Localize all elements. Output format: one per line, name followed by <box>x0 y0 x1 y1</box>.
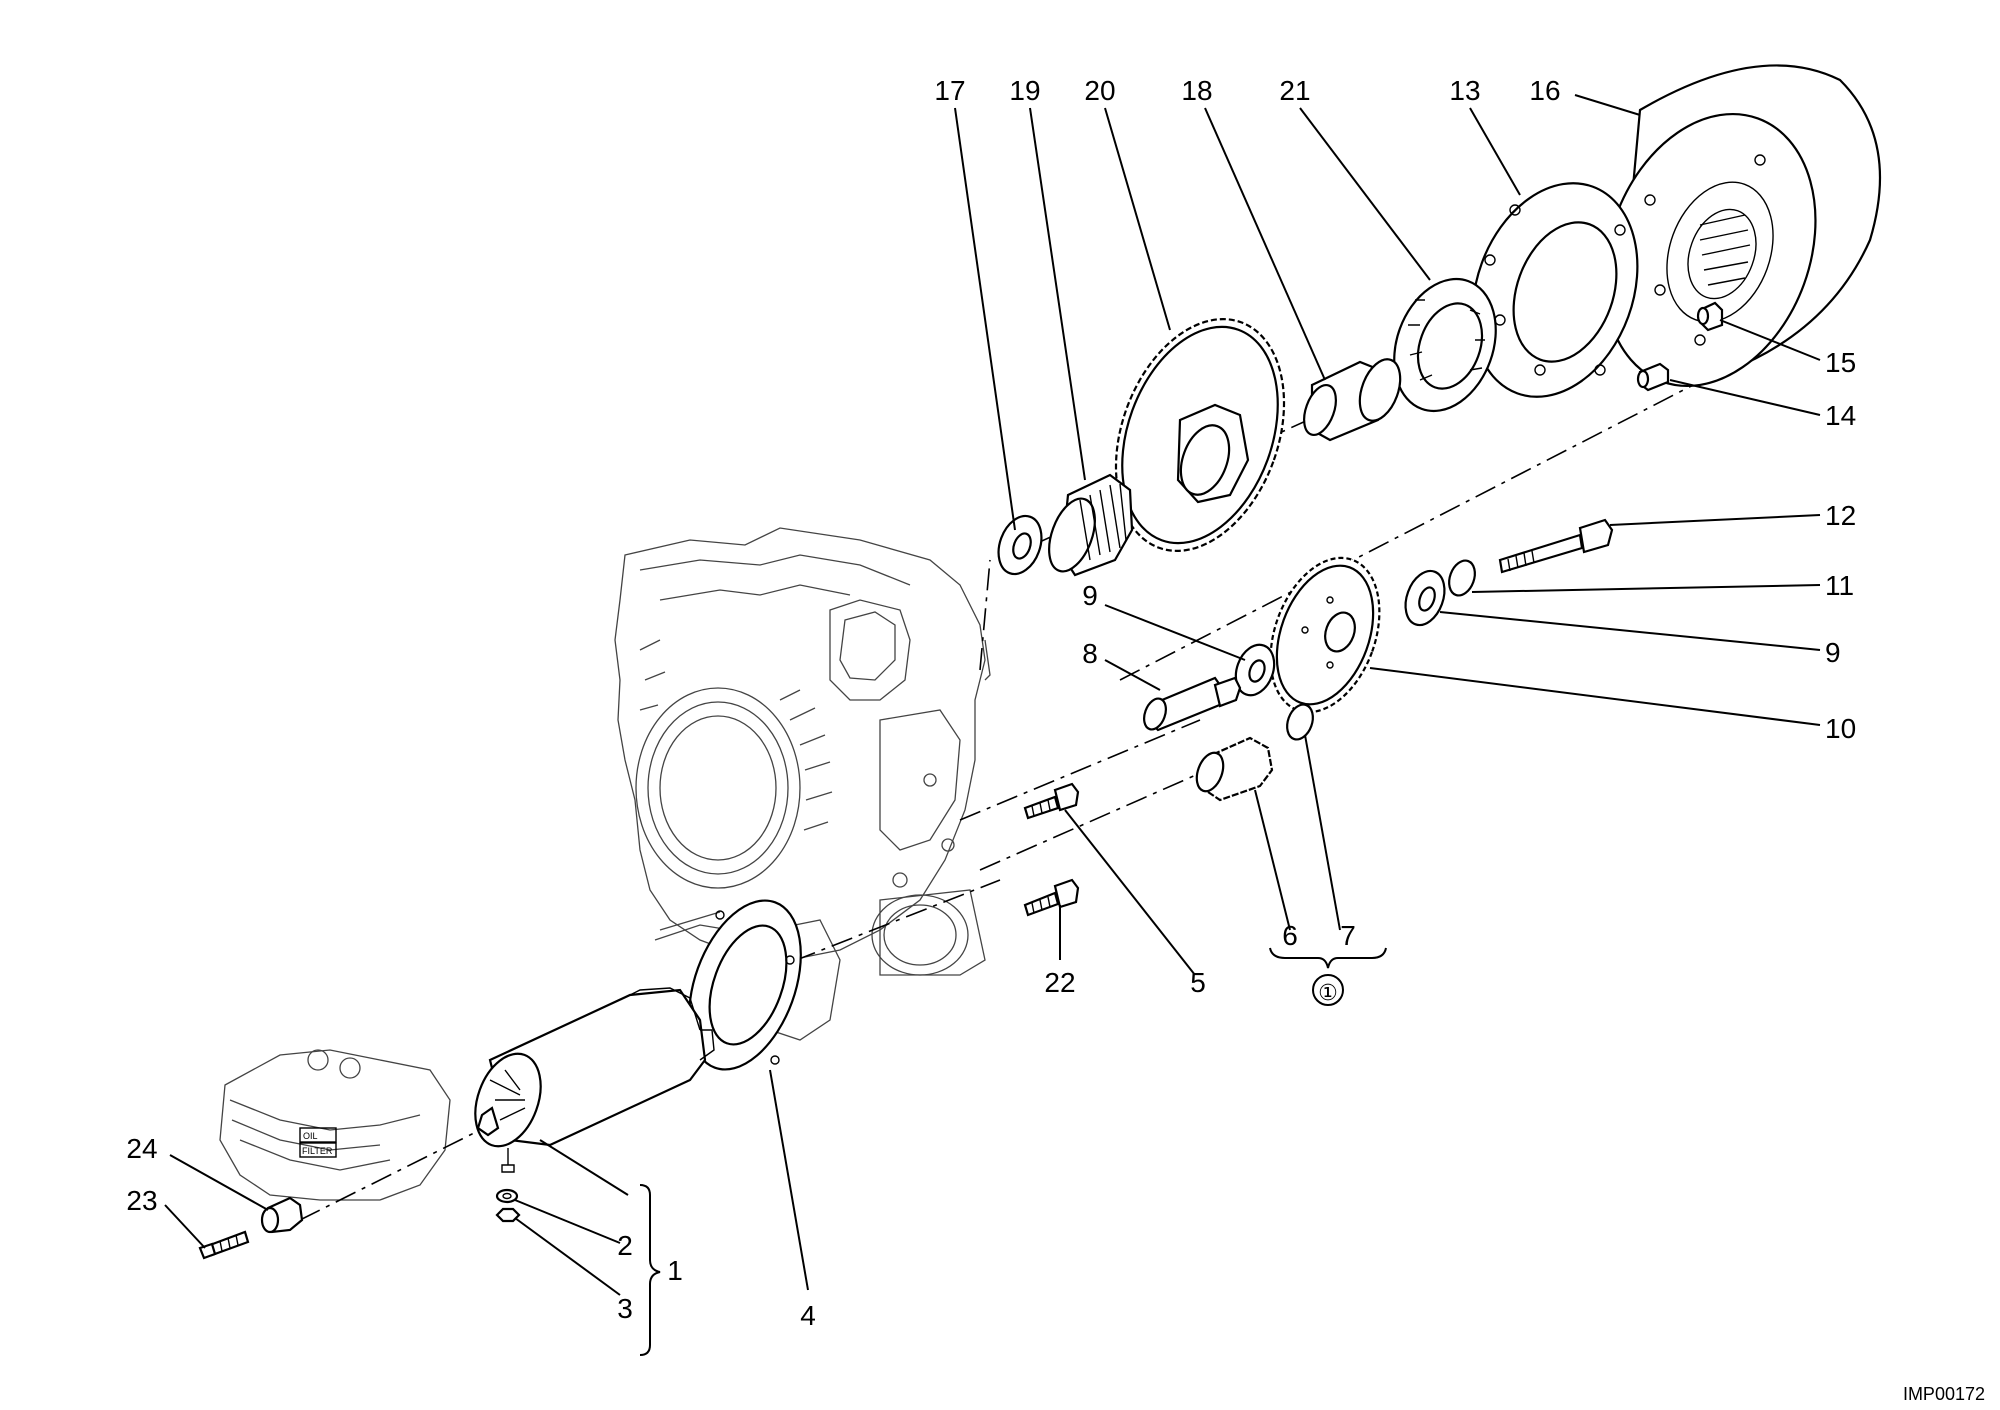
part-22-bolt <box>1023 878 1080 917</box>
callout-1: 1 <box>667 1255 683 1286</box>
callout-20: 20 <box>1084 75 1115 106</box>
callout-9-right: 9 <box>1825 637 1841 668</box>
callout-19: 19 <box>1009 75 1040 106</box>
callout-6: 6 <box>1282 920 1298 951</box>
part-2-washer <box>495 1188 519 1204</box>
callout-7: 7 <box>1340 920 1356 951</box>
group-symbol: ① <box>1318 980 1338 1005</box>
part-20-large-gear <box>1114 318 1286 552</box>
callout-16: 16 <box>1529 75 1560 106</box>
callout-21: 21 <box>1279 75 1310 106</box>
drawing-code: IMP00172 <box>1903 1384 1985 1404</box>
callout-14: 14 <box>1825 400 1856 431</box>
callout-22: 22 <box>1044 967 1075 998</box>
callout-10: 10 <box>1825 713 1856 744</box>
callout-9-left: 9 <box>1082 580 1098 611</box>
part-3-nut <box>495 1207 521 1223</box>
part-21-sprag-clutch <box>1393 277 1497 413</box>
part-6-pinion-gear <box>1195 736 1274 802</box>
part-15-cap <box>1696 301 1724 332</box>
part-14-pin <box>1636 362 1670 392</box>
part-9-washer-right <box>1404 569 1446 627</box>
part-7-circlip <box>1286 703 1314 741</box>
callout-13: 13 <box>1449 75 1480 106</box>
callout-15: 15 <box>1825 347 1856 378</box>
callout-8: 8 <box>1082 638 1098 669</box>
oil-filter-housing-outline: OIL FILTER <box>219 1049 451 1201</box>
callout-11: 11 <box>1825 570 1854 601</box>
crankcase-outline <box>614 527 991 1041</box>
callout-3: 3 <box>617 1293 633 1324</box>
part-11-circlip <box>1448 559 1476 597</box>
part-10-intermediate-gear <box>1269 556 1381 714</box>
part-19-needle-bearing <box>1048 473 1134 577</box>
part-9-washer-left <box>1234 643 1276 697</box>
callout-17: 17 <box>934 75 965 106</box>
bracket-part-1 <box>639 1184 661 1356</box>
callout-numbers: 17 19 20 18 21 13 16 15 14 12 11 9 10 9 … <box>126 75 1856 1331</box>
part-16-flywheel <box>1603 64 1882 388</box>
part-23-bolt <box>198 1230 250 1260</box>
part-4-flange <box>688 899 802 1071</box>
oil-label: OIL <box>303 1131 318 1141</box>
part-13-clutch-plate <box>1471 182 1639 398</box>
callout-5: 5 <box>1190 967 1206 998</box>
leader-lines <box>164 94 1821 1296</box>
callout-24: 24 <box>126 1133 157 1164</box>
part-24-spacer <box>260 1196 304 1234</box>
callout-18: 18 <box>1181 75 1212 106</box>
filter-label: FILTER <box>302 1146 333 1156</box>
part-12-long-bolt <box>1498 518 1614 574</box>
callout-23: 23 <box>126 1185 157 1216</box>
callout-12: 12 <box>1825 500 1856 531</box>
part-5-bolt <box>1023 782 1080 820</box>
group-brace-6-7 <box>1269 947 1387 1006</box>
part-8-shaft <box>1143 676 1242 732</box>
part-17-washer <box>997 514 1043 576</box>
part-18-bushing <box>1303 358 1402 442</box>
part-1-starter-motor <box>474 987 715 1173</box>
callout-2: 2 <box>617 1230 633 1261</box>
callout-4: 4 <box>800 1300 816 1331</box>
